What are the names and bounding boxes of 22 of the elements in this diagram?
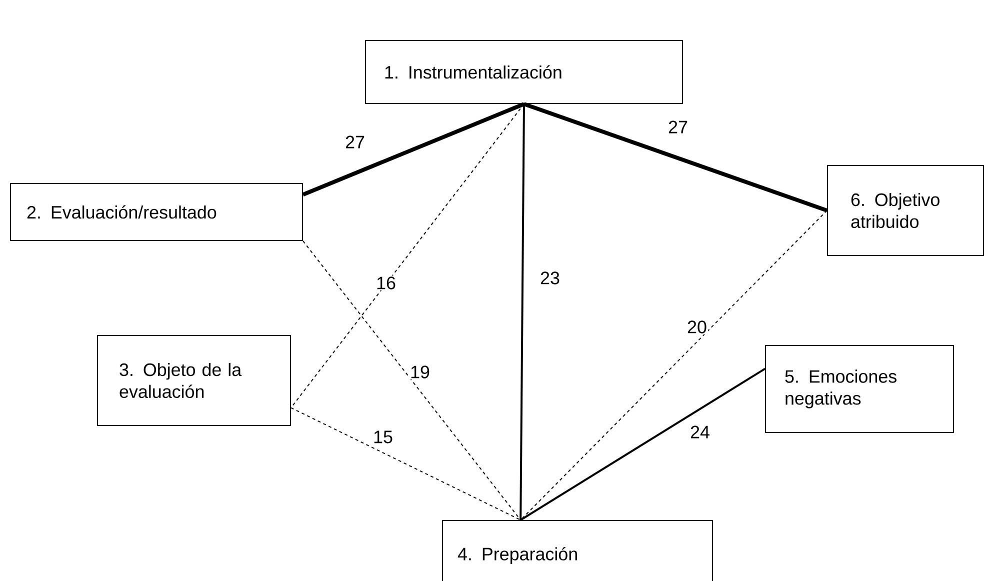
text-box: 5. Emociones negativas [765,345,954,433]
edge-label: 23 [539,270,561,286]
edge-label: 19 [409,364,431,380]
text-box: 6. Objetivo atribuido [827,165,984,256]
connector-line [290,407,522,520]
connector-line [520,368,766,521]
connector-line [523,102,828,212]
text-box: 4. Preparación [442,520,713,581]
edge-label: 15 [372,430,394,444]
text-box: 3. Objeto de la evaluación [97,335,291,426]
edge-label: 27 [667,120,689,134]
connector-line [290,104,524,408]
text-box: 1. Instrumentalización [365,40,683,104]
edge-label: 16 [375,276,397,290]
edge-label: 24 [689,424,711,440]
text-box: 2. Evaluación/resultado [10,183,303,241]
connector-line [302,102,525,196]
connector-line [520,210,828,520]
connector-line [520,104,525,520]
edge-label: 20 [686,320,708,334]
edge-label: 27 [344,134,366,150]
connector-line [302,240,522,520]
